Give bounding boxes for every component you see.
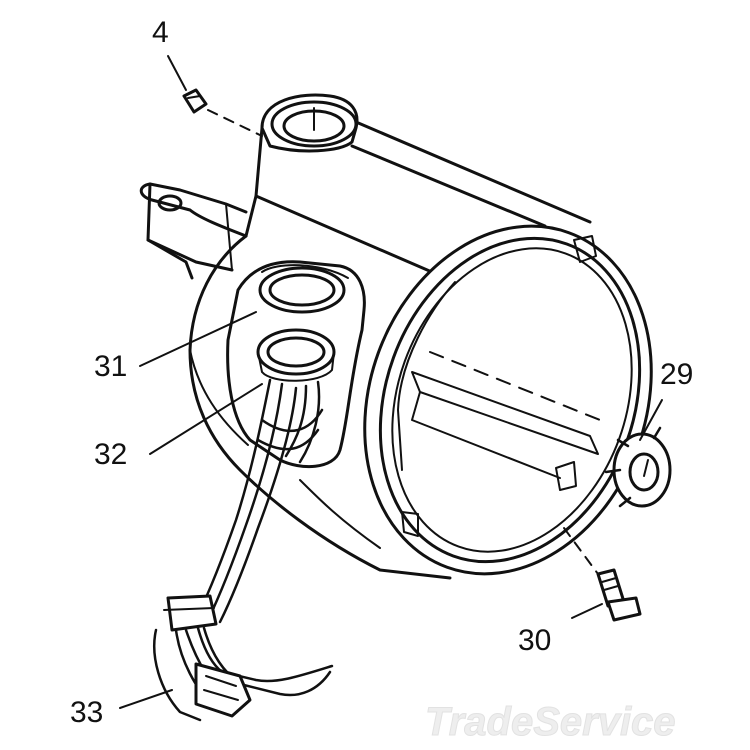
wire-harness — [153, 378, 334, 722]
leader-line-32 — [149, 383, 263, 455]
mounting-screw — [596, 568, 642, 622]
retaining-clip — [604, 426, 672, 508]
leader-line-31 — [139, 311, 257, 367]
leader-line-4 — [167, 55, 187, 91]
front-ring — [363, 224, 653, 576]
seal-ring-upper — [258, 266, 346, 314]
callout-33: 33 — [70, 696, 103, 729]
watermark-text: TradeService — [425, 700, 676, 744]
callout-30: 30 — [518, 624, 551, 657]
leader-line-33 — [119, 689, 173, 709]
seal-ring-lower — [256, 328, 336, 382]
set-screw — [182, 88, 208, 114]
callout-32: 32 — [94, 438, 127, 471]
callout-31: 31 — [94, 350, 127, 383]
leader-lines — [119, 55, 663, 709]
callout-4: 4 — [152, 16, 169, 49]
assembly-axis-lines — [207, 109, 599, 575]
callout-29: 29 — [660, 358, 693, 391]
leader-line-29 — [639, 399, 663, 441]
leader-line-30 — [571, 603, 603, 619]
